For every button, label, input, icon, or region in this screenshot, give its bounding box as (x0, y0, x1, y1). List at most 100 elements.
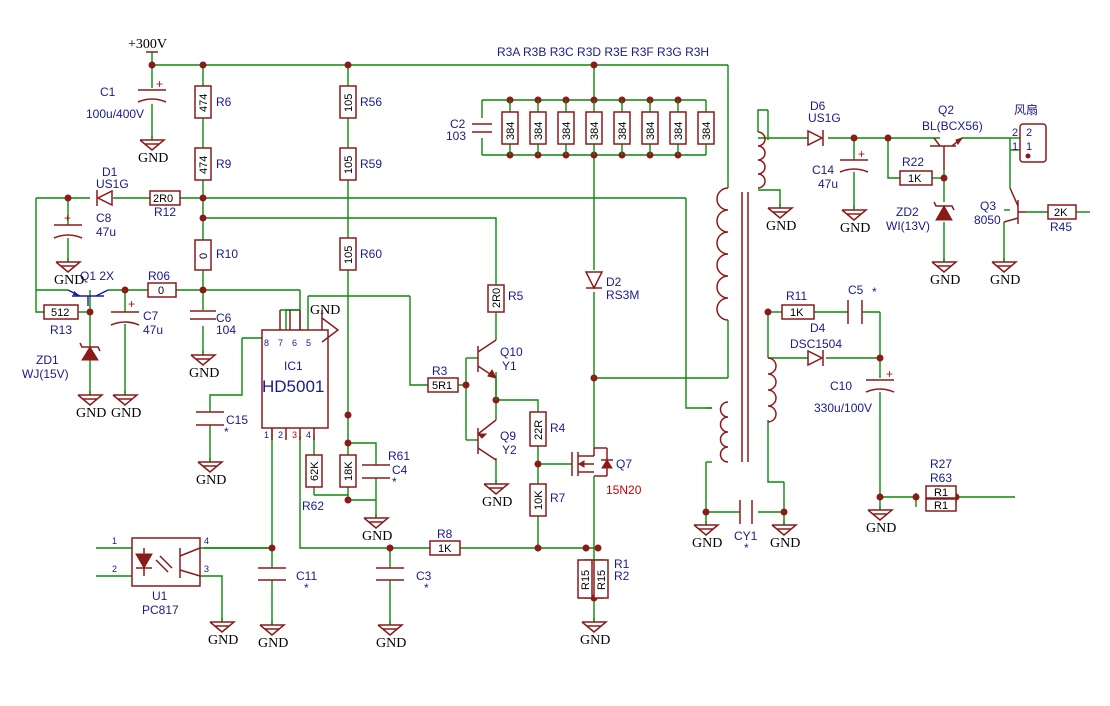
svg-text:R63: R63 (930, 471, 952, 485)
svg-text:R27: R27 (930, 457, 952, 471)
svg-text:*: * (224, 425, 229, 439)
svg-text:R06: R06 (148, 269, 170, 283)
svg-text:2: 2 (1012, 127, 1018, 139)
svg-text:*: * (424, 581, 429, 595)
svg-text:R45: R45 (1050, 220, 1072, 234)
svg-text:Q9: Q9 (500, 429, 516, 443)
gnd-label: GND (189, 366, 219, 381)
bank-resistor (585, 111, 603, 145)
svg-text:0: 0 (158, 285, 164, 297)
capacitor-cy1: CY1 * (734, 500, 758, 555)
svg-text:R10: R10 (216, 247, 238, 261)
ic1-hd5001: IC1 HD5001 8 7 6 5 1 2 3 4 GND (261, 303, 340, 440)
gnd-label: GND (196, 473, 226, 488)
capacitor-c15: C15 * (196, 411, 248, 439)
svg-text:ZD2: ZD2 (896, 205, 919, 219)
gnd-label: GND (692, 536, 722, 551)
svg-text:15N20: 15N20 (606, 483, 642, 497)
svg-text:ZD1: ZD1 (36, 353, 59, 367)
gnd-label: GND (930, 273, 960, 288)
svg-text:C5: C5 (848, 283, 864, 297)
svg-text:C15: C15 (226, 413, 248, 427)
gnd-label: GND (766, 219, 796, 234)
svg-text:CY1: CY1 (734, 529, 758, 543)
bank-resistor (669, 111, 687, 145)
fan-connector: 风扇 2 1 2 1 (1012, 102, 1047, 163)
bank-resistor (557, 111, 575, 145)
svg-text:47u: 47u (818, 177, 838, 191)
svg-text:R56: R56 (360, 95, 382, 109)
svg-text:D2: D2 (606, 275, 622, 289)
optocoupler-u1: 1 2 4 3 U1 PC817 (112, 536, 209, 617)
svg-text:103: 103 (446, 129, 466, 143)
diode-d4: D4 DSC1504 (790, 321, 842, 367)
svg-text:47u: 47u (96, 225, 116, 239)
svg-text:PC817: PC817 (142, 603, 179, 617)
svg-text:5: 5 (306, 338, 311, 348)
capacitor-c8: + C8 47u (53, 211, 116, 239)
svg-text:Q1 2X: Q1 2X (80, 269, 114, 283)
svg-text:Q3: Q3 (980, 199, 996, 213)
gnd-label: GND (580, 633, 610, 648)
svg-text:R2: R2 (614, 569, 630, 583)
svg-text:C14: C14 (812, 163, 834, 177)
svg-text:0: 0 (198, 253, 210, 259)
bank-resistor-value: 384 (533, 122, 545, 140)
svg-text:D4: D4 (810, 321, 826, 335)
svg-text:62K: 62K (309, 461, 321, 481)
bank-resistor (529, 111, 547, 145)
diode-d6: D6 US1G (807, 99, 841, 147)
gnd-label: GND (208, 633, 238, 648)
svg-text:1: 1 (112, 536, 117, 546)
bank-resistor (641, 111, 659, 145)
svg-text:C10: C10 (830, 379, 852, 393)
zener-zd2: ZD2 WI(13V) (886, 201, 955, 233)
svg-text:22R: 22R (533, 420, 545, 440)
svg-text:R4: R4 (550, 421, 566, 435)
resistors-horizontal: 2R0 0 512 5R1 1K 1K 2K 1K R1 R1 R12 R06 … (43, 155, 1077, 556)
bank-resistor-value: 384 (505, 122, 517, 140)
svg-text:C3: C3 (416, 569, 432, 583)
svg-text:C6: C6 (216, 311, 232, 325)
gnd-label: GND (111, 406, 141, 421)
svg-text:C7: C7 (143, 309, 159, 323)
svg-text:C8: C8 (96, 211, 112, 225)
transistor-q9: Q9 Y2 (476, 419, 517, 461)
diode-d2: D2 RS3M (584, 271, 639, 302)
svg-text:C4: C4 (392, 463, 408, 477)
svg-text:D1: D1 (102, 165, 118, 179)
svg-text:D6: D6 (810, 99, 826, 113)
bank-resistor (697, 111, 715, 145)
svg-text:R9: R9 (216, 157, 232, 171)
gnd-label: GND (840, 221, 870, 236)
transistor-q2: Q2 BL(BCX56) (922, 103, 983, 170)
svg-text:RS3M: RS3M (606, 288, 639, 302)
transistor-q3: Q3 8050 (974, 187, 1026, 227)
svg-text:R59: R59 (360, 157, 382, 171)
c1-value: 100u/400V (86, 107, 144, 121)
svg-text:Y2: Y2 (502, 443, 517, 457)
capacitor-c10: + C10 330u/100V (814, 367, 895, 415)
svg-text:*: * (304, 581, 309, 595)
svg-text:R6: R6 (216, 95, 232, 109)
svg-text:C2: C2 (450, 117, 466, 131)
svg-text:Q2: Q2 (938, 103, 954, 117)
svg-text:2R0: 2R0 (153, 193, 173, 205)
svg-text:+: + (858, 147, 865, 161)
c1-ref: C1 (100, 85, 116, 99)
svg-text:5R1: 5R1 (432, 380, 452, 392)
svg-text:8: 8 (264, 338, 269, 348)
gnd-label: GND (76, 406, 106, 421)
svg-text:+: + (156, 77, 163, 91)
svg-text:R62: R62 (302, 499, 324, 513)
svg-text:10K: 10K (533, 490, 545, 510)
svg-text:Q10: Q10 (500, 345, 523, 359)
bank-labels: R3A R3B R3C R3D R3E R3F R3G R3H (497, 45, 709, 59)
resistors-vertical (194, 85, 609, 599)
svg-text:WI(13V): WI(13V) (886, 219, 930, 233)
svg-text:US1G: US1G (96, 177, 129, 191)
gnd-label: GND (376, 636, 406, 651)
svg-text:4: 4 (306, 430, 311, 440)
svg-text:BL(BCX56): BL(BCX56) (922, 119, 983, 133)
